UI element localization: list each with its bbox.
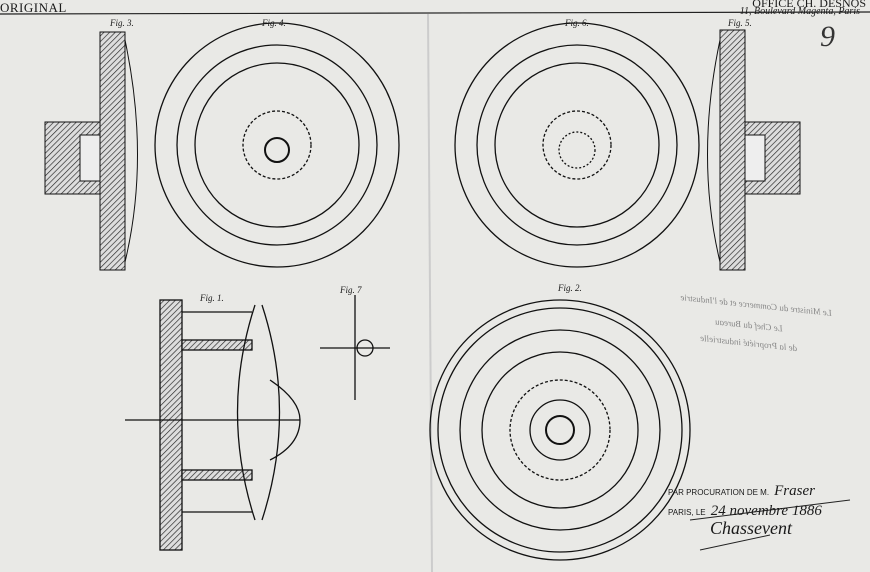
page-number: 9 [820,20,835,53]
header-rule [0,11,870,15]
office-name: OFFICE CH. DESNOS [752,0,866,10]
fig2-plate [429,299,691,561]
fig1-label: Fig. 1. [200,293,224,303]
office-address: 11, Boulevard Magenta, Paris [739,6,860,17]
fig6-label: Fig. 6. [565,18,589,28]
signature-flourish [689,499,851,551]
procuration-stamp: PAR PROCURATION DE M. Fraser [668,480,815,500]
fig1-assembly [125,299,301,551]
fig3-label: Fig. 3. [110,18,134,28]
fig6-plate [454,22,700,268]
procuration-text: PAR PROCURATION DE M. [668,488,770,497]
fig4-plate [154,22,400,268]
fig4-label: Fig. 4. [262,18,286,28]
original-label: ORIGINAL [0,0,67,15]
signature: Chassevent [710,518,792,538]
fold-line [427,13,433,572]
fig7-label: Fig. 7 [340,285,362,295]
fig5-section [707,29,801,271]
fig2-label: Fig. 2. [558,283,582,293]
fig7-detail [320,295,390,400]
date-stamp: PARIS, LE 24 novembre 1886 [668,500,822,520]
procuration-name: Fraser [774,483,815,499]
date-handwritten: 24 novembre 1886 [710,503,822,519]
fig3-section [44,31,138,271]
place-text: PARIS, LE [668,508,706,517]
fig5-label: Fig. 5. [728,18,752,28]
